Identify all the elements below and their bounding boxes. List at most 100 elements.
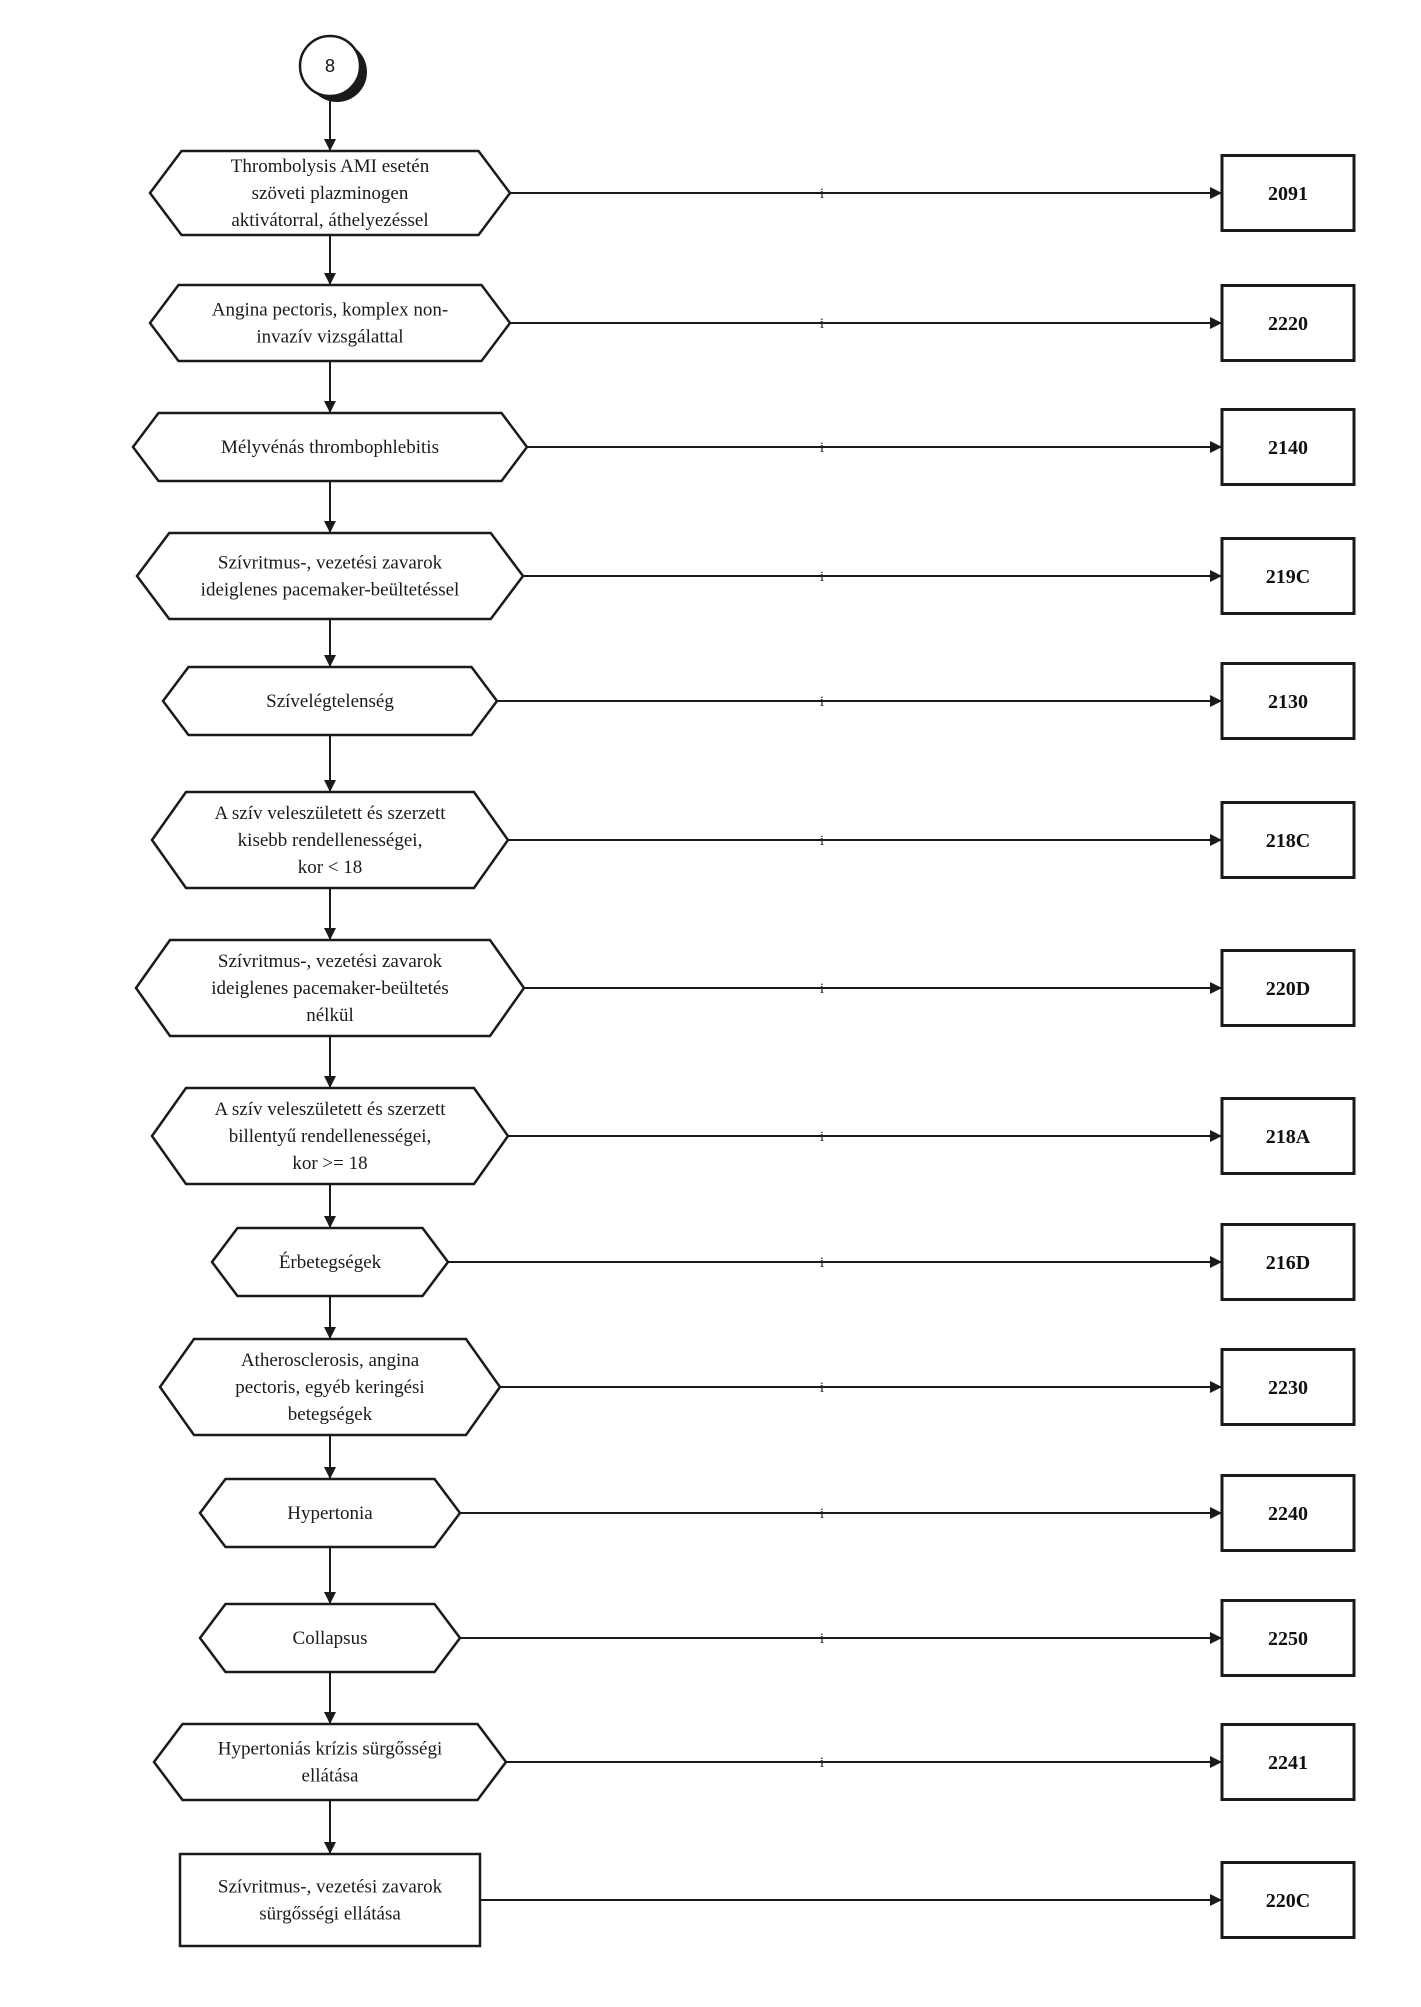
process-node: Szívritmus-, vezetési zavarok ideiglenes … (135, 531, 525, 621)
code-label: 218C (1266, 830, 1310, 852)
decision-hexagon (161, 665, 499, 737)
decision-hexagon (198, 1477, 462, 1549)
edge-label: i (820, 1506, 824, 1522)
code-label: 2250 (1268, 1628, 1308, 1650)
code-box-frame (1220, 801, 1356, 879)
decision-hexagon (148, 149, 512, 237)
edge-label: i (820, 1631, 824, 1647)
node-label-line: Szívritmus-, vezetési zavarok (218, 553, 443, 574)
node-label-line: ideiglenes pacemaker-beültetés (211, 978, 449, 999)
code-label: 219C (1266, 566, 1310, 588)
edge-label: i (820, 1129, 824, 1145)
code-box: 218A (1220, 1097, 1356, 1175)
decision-hexagon (134, 938, 526, 1038)
node-label-line: Szívritmus-, vezetési zavarok (218, 1877, 443, 1898)
decision-hexagon (148, 283, 512, 363)
node-label-line: pectoris, egyéb keringési (235, 1377, 424, 1398)
code-box-frame (1220, 1474, 1356, 1552)
code-box-frame (1220, 1097, 1356, 1175)
code-label: 2130 (1268, 691, 1308, 713)
decision-hexagon (158, 1337, 502, 1437)
node-label-line: billentyű rendellenességei, (229, 1126, 432, 1147)
code-box: 220C (1220, 1861, 1356, 1939)
code-box: 2091 (1220, 154, 1356, 232)
code-box: 2241 (1220, 1723, 1356, 1801)
process-node: Mélyvénás thrombophlebitis (131, 411, 529, 483)
node-label-line: Collapsus (293, 1628, 368, 1649)
process-node: Collapsus (198, 1602, 462, 1674)
process-node: Atherosclerosis, angina pectoris, egyéb k… (158, 1337, 502, 1437)
edge-label: i (820, 186, 824, 202)
code-label: 220C (1266, 1890, 1310, 1912)
node-label-line: ellátása (302, 1766, 360, 1787)
code-label: 2240 (1268, 1503, 1308, 1525)
code-box-frame (1220, 537, 1356, 615)
edge-label: i (820, 316, 824, 332)
code-box: 220D (1220, 949, 1356, 1027)
node-label-line: Szívritmus-, vezetési zavarok (218, 951, 443, 972)
code-label: 2220 (1268, 313, 1308, 335)
code-box-frame (1220, 662, 1356, 740)
process-node: Hypertoniás krízis sürgősségi ellátása (152, 1722, 508, 1802)
node-label-line: Szívelégtelenség (266, 691, 394, 712)
code-label: 2241 (1268, 1752, 1308, 1774)
node-label-line: Hypertoniás krízis sürgősségi (218, 1739, 442, 1760)
node-label-line: kor >= 18 (292, 1153, 367, 1174)
code-box: 2240 (1220, 1474, 1356, 1552)
process-node: Hypertonia (198, 1477, 462, 1549)
nodes: Thrombolysis AMI esetén szöveti plazminog… (131, 149, 1356, 1948)
node-label-line: kor < 18 (298, 857, 363, 878)
code-box-frame (1220, 1599, 1356, 1677)
decision-hexagon (150, 1086, 510, 1186)
code-box-frame (1220, 1861, 1356, 1939)
node-label-line: Atherosclerosis, angina (241, 1350, 420, 1371)
node-label-line: sürgősségi ellátása (259, 1904, 401, 1925)
edge-label: i (820, 1255, 824, 1271)
start-connector: 8 (298, 34, 367, 102)
code-box-frame (1220, 1723, 1356, 1801)
process-node: Angina pectoris, komplex non-invazív viz… (148, 283, 512, 363)
decision-hexagon (198, 1602, 462, 1674)
node-label-line: Thrombolysis AMI esetén (231, 156, 430, 177)
code-label: 2230 (1268, 1377, 1308, 1399)
edge-label: i (820, 833, 824, 849)
edge-label: i (820, 694, 824, 710)
decision-hexagon (150, 790, 510, 890)
code-box-frame (1220, 284, 1356, 362)
process-node: Szívritmus-, vezetési zavarok sürgősségi … (178, 1852, 482, 1948)
code-box: 2250 (1220, 1599, 1356, 1677)
node-label-line: A szív veleszületett és szerzett (214, 803, 446, 824)
process-box (178, 1852, 482, 1948)
code-box: 216D (1220, 1223, 1356, 1301)
decision-hexagon (135, 531, 525, 621)
decision-hexagon (131, 411, 529, 483)
process-node: Szívritmus-, vezetési zavarok ideiglenes … (134, 938, 526, 1038)
node-label-line: szöveti plazminogen (252, 183, 409, 204)
node-label-line: Angina pectoris, komplex non- (212, 300, 448, 321)
node-label-line: betegségek (288, 1404, 373, 1425)
decision-hexagon (210, 1226, 450, 1298)
code-box-frame (1220, 949, 1356, 1027)
code-box-frame (1220, 154, 1356, 232)
start-connector-label: 8 (325, 56, 335, 76)
edge-label: i (820, 1380, 824, 1396)
node-label-line: Érbetegségek (279, 1251, 382, 1273)
node-label-line: A szív veleszületett és szerzett (214, 1099, 446, 1120)
code-label: 218A (1266, 1126, 1311, 1148)
process-node: Érbetegségek (210, 1226, 450, 1298)
edge-label: i (820, 981, 824, 997)
code-box-frame (1220, 408, 1356, 486)
code-label: 2091 (1268, 183, 1308, 205)
code-label: 220D (1266, 978, 1310, 1000)
node-label-line: Hypertonia (287, 1503, 373, 1524)
code-box: 218C (1220, 801, 1356, 879)
node-label-line: ideiglenes pacemaker-beültetéssel (201, 580, 460, 601)
process-node: Thrombolysis AMI esetén szöveti plazminog… (148, 149, 512, 237)
edge-label: i (820, 440, 824, 456)
node-label-line: invazív vizsgálattal (256, 327, 403, 348)
code-box: 2220 (1220, 284, 1356, 362)
edge-label: i (820, 1755, 824, 1771)
